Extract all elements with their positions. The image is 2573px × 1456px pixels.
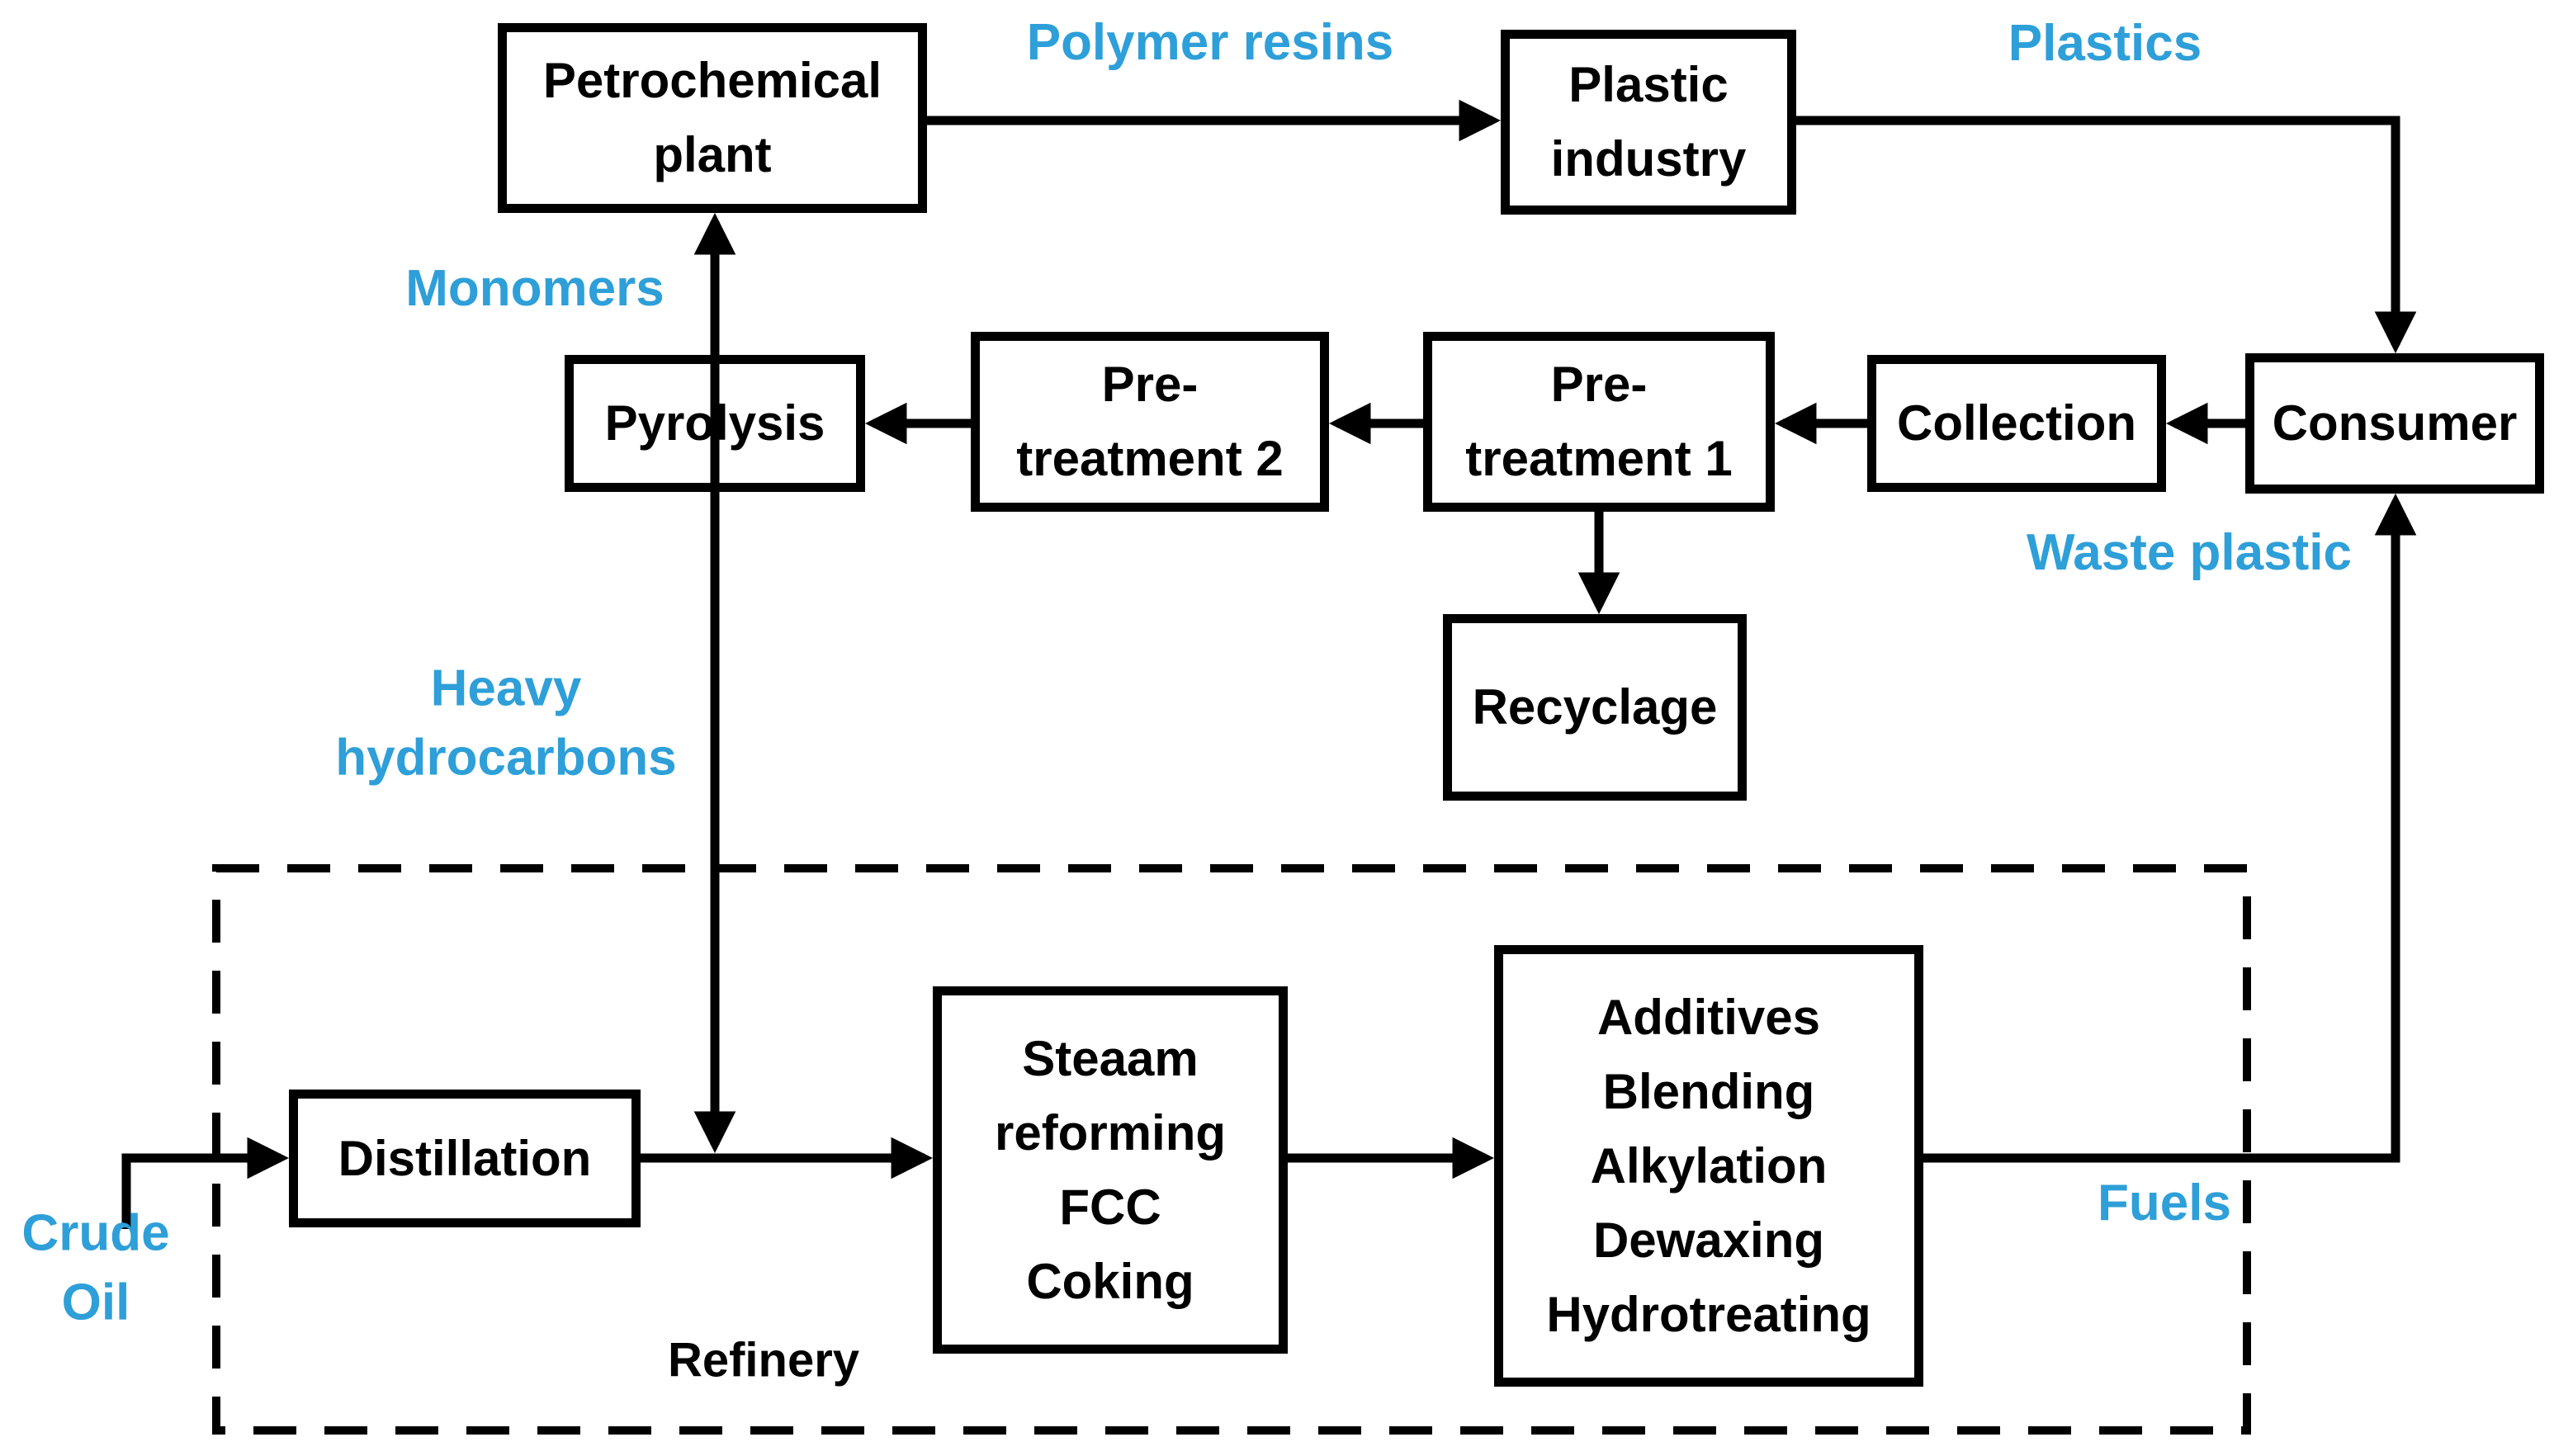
flow-label-fuels: Fuels (2098, 1175, 2231, 1232)
flow-label-crude-oil: Crude Oil (21, 1204, 170, 1331)
node-consumer: Consumer (2245, 353, 2544, 494)
node-petrochemical-plant: Petrochemical plant (498, 23, 927, 213)
refinery-container-label: Refinery (667, 1333, 860, 1387)
flow-label-heavy-hydrocarbons: Heavy hydrocarbons (335, 659, 677, 786)
refinery-boundary-dashed-box (212, 864, 2251, 1435)
node-collection: Collection (1867, 355, 2166, 492)
node-steam-reforming-fcc-coking: Steaam reforming FCC Coking (933, 986, 1288, 1354)
node-recyclage: Recyclage (1443, 614, 1747, 801)
node-pyrolysis: Pyrolysis (565, 355, 865, 492)
flow-label-plastics: Plastics (2008, 15, 2202, 73)
flow-label-monomers: Monomers (405, 260, 665, 318)
node-additives-blending-alkylation: Additives Blending Alkylation Dewaxing H… (1494, 945, 1923, 1387)
node-pretreatment-1: Pre- treatment 1 (1423, 332, 1775, 512)
node-distillation: Distillation (289, 1090, 641, 1227)
arrow-crude-oil-to-distillation (121, 1137, 290, 1229)
flow-label-polymer-resins: Polymer resins (1026, 14, 1394, 72)
arrow-fuels-to-consumer (1923, 493, 2417, 1163)
arrow-plastic-industry-to-consumer (1795, 116, 2417, 354)
node-pretreatment-2: Pre- treatment 2 (971, 332, 1329, 512)
flow-label-waste-plastic: Waste plastic (2027, 524, 2352, 582)
node-plastic-industry: Plastic industry (1501, 30, 1796, 215)
